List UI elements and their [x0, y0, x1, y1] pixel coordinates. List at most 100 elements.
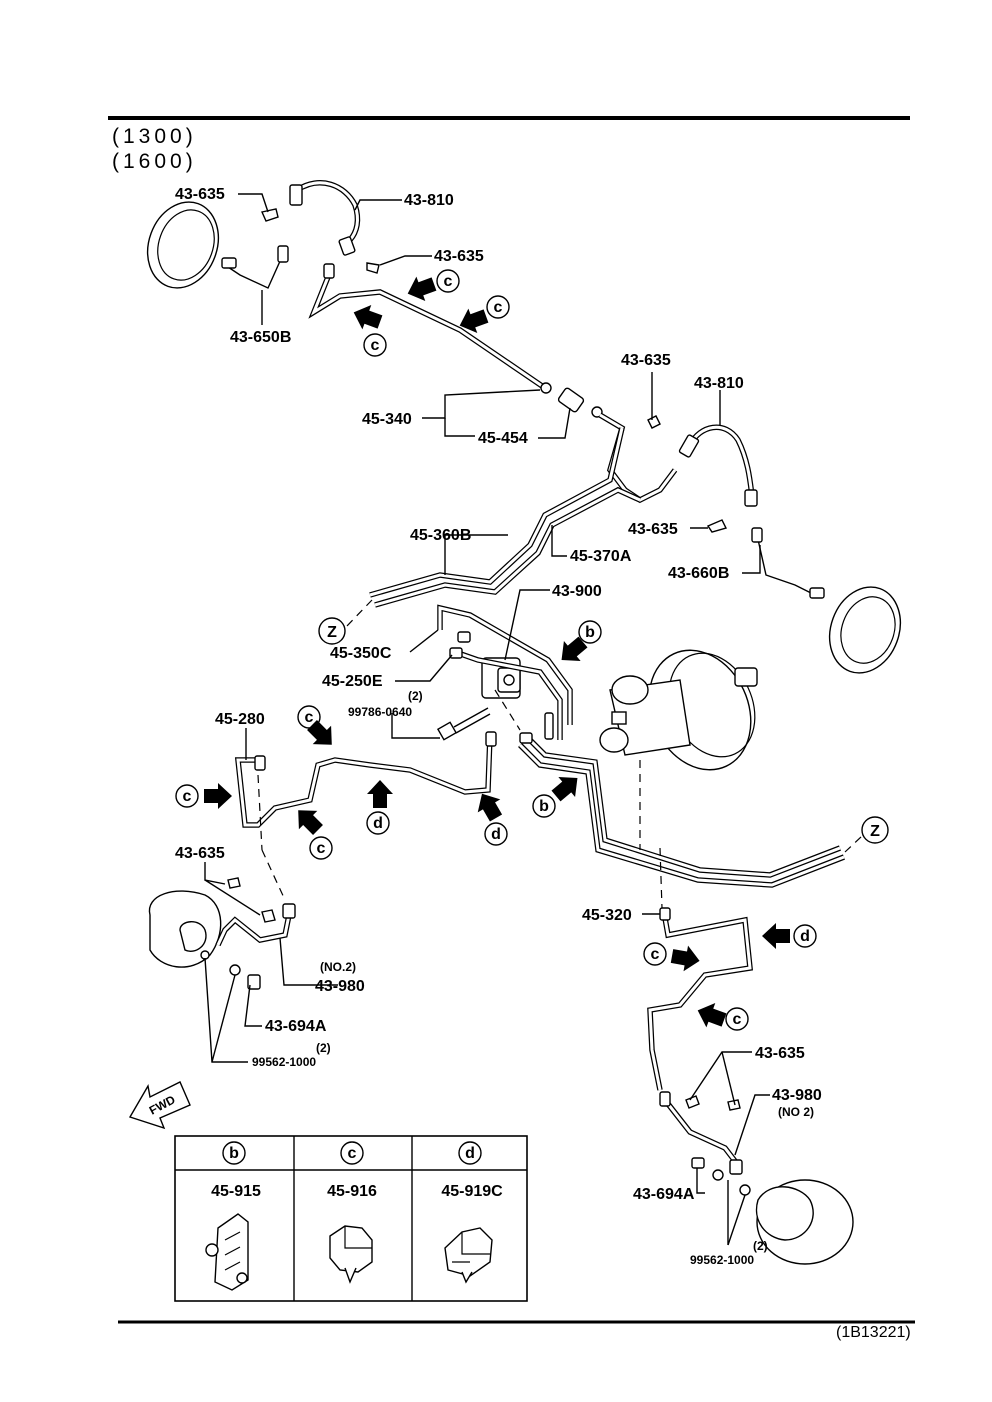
- svg-text:b: b: [539, 798, 549, 815]
- pipe-45-320: [647, 916, 754, 1091]
- washer-icon: [712, 1169, 724, 1181]
- label-45-454: 45-454: [478, 430, 528, 447]
- pipe-45-360b: [369, 427, 625, 598]
- callout-z: Z: [861, 816, 889, 844]
- svg-text:Z: Z: [327, 624, 337, 641]
- bolt-icon: [691, 1157, 705, 1169]
- label-no2: (NO.2): [320, 960, 356, 974]
- clip-legend-table: b c d 45-915 45-916 45-919C: [174, 1135, 528, 1302]
- callout-c: c: [363, 333, 387, 357]
- label-43-635: 43-635: [175, 186, 225, 203]
- svg-text:d: d: [373, 815, 383, 832]
- callout-c: c: [436, 269, 460, 293]
- junction-45-454: [557, 387, 585, 413]
- leader-lines: [204, 193, 770, 1246]
- front-left-caliper-icon: [148, 890, 222, 968]
- label-43-635: 43-635: [434, 248, 484, 265]
- label-qty: (2): [753, 1239, 768, 1253]
- svg-text:c: c: [371, 337, 380, 354]
- fwd-arrow-icon: FWD: [128, 1081, 191, 1130]
- svg-text:d: d: [465, 1145, 475, 1162]
- label-43-900: 43-900: [552, 583, 602, 600]
- pipe-43-660b: [756, 534, 816, 596]
- label-qty: (2): [408, 689, 423, 703]
- label-43-810: 43-810: [404, 192, 454, 209]
- svg-text:c: c: [183, 788, 192, 805]
- label-43-635: 43-635: [628, 521, 678, 538]
- callout-c: c: [643, 942, 667, 966]
- clip-45-915-icon: [205, 1213, 249, 1291]
- legend-letter-d: d: [458, 1141, 482, 1165]
- clip-icon: [261, 208, 279, 222]
- callout-d: d: [793, 924, 817, 948]
- label-43-810: 43-810: [694, 375, 744, 392]
- callout-c: c: [309, 836, 333, 860]
- label-45-280: 45-280: [215, 711, 265, 728]
- bolt-icon: [436, 707, 491, 741]
- label-no2: (NO 2): [778, 1105, 814, 1119]
- label-45-350c: 45-350C: [330, 645, 392, 662]
- rear-right-brake-drum-icon: [828, 586, 902, 674]
- legend-letter-c: c: [340, 1141, 364, 1165]
- washer-icon: [229, 964, 241, 976]
- label-43-660b: 43-660B: [668, 565, 729, 582]
- svg-text:c: c: [317, 840, 326, 857]
- pipe-43-650b: [224, 249, 286, 289]
- label-43-980: 43-980: [315, 978, 365, 995]
- pointer-arrows: [204, 276, 790, 1028]
- label-99562-1000: 99562-1000: [252, 1055, 316, 1069]
- pipe-45-280: [234, 734, 493, 828]
- engine-variant-1300: (1300): [112, 125, 197, 148]
- legend-letter-b: b: [222, 1141, 246, 1165]
- callout-c: c: [725, 1007, 749, 1031]
- brake-booster-icon: [599, 649, 758, 771]
- svg-text:c: c: [348, 1145, 357, 1162]
- clip-icon: [685, 1095, 700, 1109]
- callout-b: b: [532, 794, 556, 818]
- front-right-caliper-icon: [755, 1179, 854, 1265]
- clip-icon: [706, 519, 728, 533]
- clip-icon: [227, 877, 241, 889]
- washer-icon: [739, 1184, 751, 1196]
- clip-icon: [366, 262, 380, 274]
- engine-variant-1600: (1600): [112, 150, 197, 173]
- label-99786-0640: 99786-0640: [348, 705, 412, 719]
- label-45-320: 45-320: [582, 907, 632, 924]
- label-45-360b: 45-360B: [410, 527, 471, 544]
- legend-part-45-916: 45-916: [327, 1183, 377, 1200]
- bolt-icon: [247, 974, 261, 990]
- clip-icon: [261, 909, 276, 923]
- svg-text:Z: Z: [870, 823, 880, 840]
- label-qty: (2): [316, 1041, 331, 1055]
- clip-45-919c-icon: [444, 1227, 493, 1284]
- callout-d: d: [484, 822, 508, 846]
- label-43-635: 43-635: [175, 845, 225, 862]
- clip-45-916-icon: [329, 1225, 373, 1284]
- legend-part-45-919c: 45-919C: [441, 1183, 503, 1200]
- svg-text:d: d: [800, 928, 810, 945]
- svg-text:c: c: [305, 709, 314, 726]
- label-45-370a: 45-370A: [570, 548, 632, 565]
- clip-icon: [647, 415, 661, 429]
- svg-text:c: c: [444, 273, 453, 290]
- callout-c: c: [175, 784, 199, 808]
- callout-c: c: [297, 705, 321, 729]
- svg-text:d: d: [491, 826, 501, 843]
- label-43-694a: 43-694A: [265, 1018, 327, 1035]
- svg-text:c: c: [733, 1011, 742, 1028]
- legend-part-45-915: 45-915: [211, 1183, 261, 1200]
- callout-c: c: [486, 295, 510, 319]
- svg-text:b: b: [229, 1145, 239, 1162]
- svg-text:c: c: [494, 299, 503, 316]
- hose-43-980-right: [662, 1098, 741, 1167]
- label-99562-1000: 99562-1000: [690, 1253, 754, 1267]
- label-43-980: 43-980: [772, 1087, 822, 1104]
- label-43-635: 43-635: [755, 1045, 805, 1062]
- callout-z: Z: [318, 617, 346, 645]
- svg-text:b: b: [585, 624, 595, 641]
- svg-text:c: c: [651, 946, 660, 963]
- callout-d: d: [366, 811, 390, 835]
- washer-icon: [200, 950, 210, 960]
- label-43-635: 43-635: [621, 352, 671, 369]
